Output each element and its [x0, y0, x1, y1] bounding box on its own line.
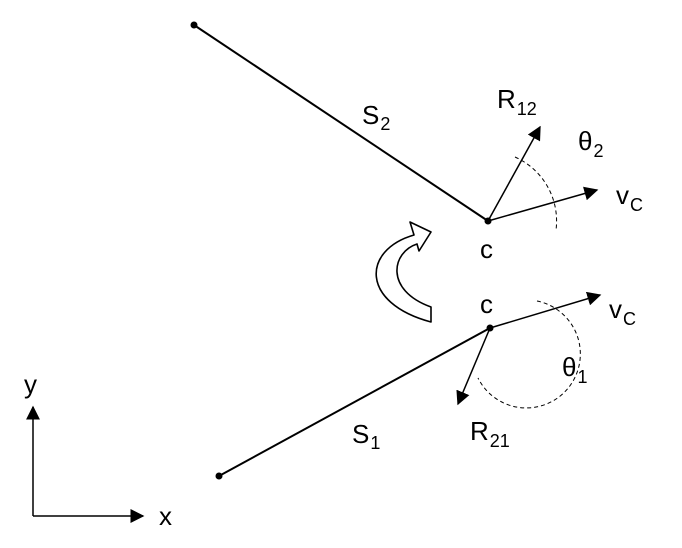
angle-theta1-arc [477, 300, 581, 409]
label-c-lower: c [480, 289, 493, 319]
curved-arrow-icon [375, 221, 432, 323]
label-axis-x: x [159, 501, 172, 531]
label-theta2: θ2 [578, 126, 603, 161]
angle-theta2-arc [514, 156, 558, 231]
label-s1: S1 [352, 419, 380, 453]
label-vc-lower: vC [609, 294, 636, 329]
force-r21-arrow [456, 327, 491, 406]
label-s2: S2 [362, 100, 390, 134]
label-r21: R21 [470, 416, 510, 451]
segment-s2 [193, 24, 489, 222]
velocity-upper-arrow [487, 186, 599, 222]
segment-s1 [218, 327, 491, 477]
segment-s1-endpoint [215, 472, 223, 480]
label-vc-upper: vC [616, 180, 643, 215]
label-axis-y: y [24, 369, 37, 399]
label-c-upper: c [480, 234, 493, 264]
label-theta1: θ1 [562, 352, 587, 387]
force-r12-arrow [487, 125, 541, 222]
label-r12: R12 [497, 84, 537, 119]
velocity-lower-arrow [489, 291, 602, 329]
segment-s2-endpoint [190, 21, 198, 29]
